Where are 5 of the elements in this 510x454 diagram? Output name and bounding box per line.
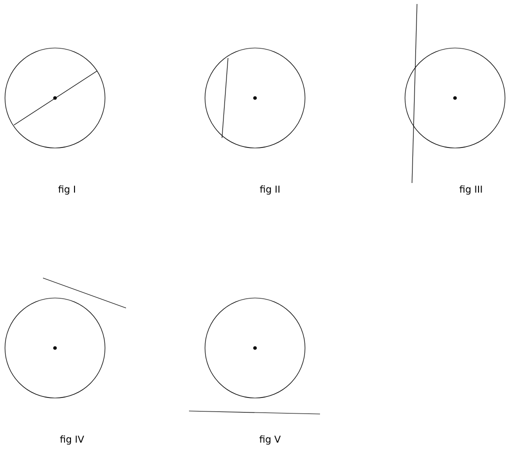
figure-label: fig II	[260, 185, 280, 195]
figure-label: fig IV	[60, 435, 84, 445]
figure-label: fig V	[259, 435, 281, 445]
figure-label: fig III	[460, 185, 482, 195]
figure-label: fig I	[58, 185, 75, 195]
